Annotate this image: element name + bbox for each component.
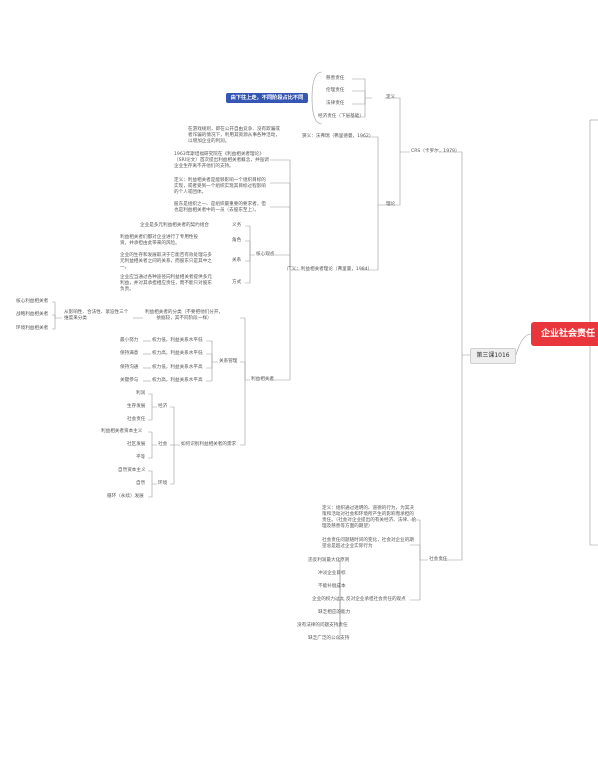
against-item-3[interactable]: 不能补偿成本 xyxy=(318,584,346,589)
against-node[interactable]: 反对企业承担社会责任的观点 xyxy=(346,597,406,602)
relation-text-4: 权力高，利益关系水平高 xyxy=(152,378,203,383)
classification-criteria: 从影响性、合法性、紧迫性三个维度来分类 xyxy=(64,310,129,321)
core-points-node[interactable]: 核心观点 xyxy=(256,252,275,257)
core-label-obligation[interactable]: 义务 xyxy=(232,223,242,228)
core-label-relation[interactable]: 关系 xyxy=(232,258,242,263)
against-item-7[interactable]: 缺乏广泛的公众支持 xyxy=(308,636,350,641)
against-item-1[interactable]: 违反利润最大化原则 xyxy=(308,558,350,563)
stakeholders-node[interactable]: 利益相关者 xyxy=(251,377,274,382)
needs-econ-item-2[interactable]: 生存发展 xyxy=(127,404,146,409)
core-text-obligation: 企业是多元利益相关者的契约组合 xyxy=(140,223,209,228)
responsibility-economic[interactable]: 经济责任（下层基础） xyxy=(318,114,364,119)
csr-node[interactable]: CRS（卡罗尔，1979） xyxy=(411,149,460,154)
needs-social-item-2[interactable]: 社区发展 xyxy=(127,442,146,447)
needs-social-item-3[interactable]: 平等 xyxy=(136,455,146,460)
definition-node[interactable]: 定义 xyxy=(386,95,396,100)
classification-node[interactable]: 利益相关者的分类（不要把他们分开，依据较，其不同阶段一样） xyxy=(144,310,224,321)
sr-definition-text: 定义：组织通过透明的、道德的行为，为其决策和活动对社会和环境所产生的影响而承担的… xyxy=(322,506,417,529)
broad-text-1: 1963年斯坦福研究院在《利益相关者理论》（SRI论文）首次提出利益相关者概念，… xyxy=(174,152,269,169)
responsibility-legal[interactable]: 法律责任 xyxy=(326,101,345,106)
relation-label-2[interactable]: 保持满意 xyxy=(120,351,139,356)
broad-text-2: 定义：利益相关者是能够影响一个组织目标的实现，或者受到一个组织实现其目标过程影响… xyxy=(174,178,266,195)
needs-env-item-1[interactable]: 自然资本主义 xyxy=(118,468,146,473)
relation-label-4[interactable]: 关键参与 xyxy=(120,378,139,383)
needs-node[interactable]: 如何识别利益相关者的需求 xyxy=(181,442,237,447)
against-item-6[interactable]: 没有法律的问题支持责任 xyxy=(297,623,348,628)
relation-label-1[interactable]: 最小努力 xyxy=(120,338,139,343)
needs-environment[interactable]: 环境 xyxy=(158,481,168,486)
relation-text-3: 权力低，利益关系水平高 xyxy=(152,365,203,370)
relation-text-2: 权力高，利益关系水平低 xyxy=(152,351,203,356)
against-item-2[interactable]: 冲淡企业目标 xyxy=(318,571,346,576)
relation-management-node[interactable]: 关系管理 xyxy=(219,359,238,364)
note-tag[interactable]: 由下往上走，不同阶段占比不同 xyxy=(226,93,308,103)
relation-label-3[interactable]: 保持沟通 xyxy=(120,365,139,370)
responsibility-philanthropic[interactable]: 慈善责任 xyxy=(326,76,345,81)
needs-env-item-2[interactable]: 自然 xyxy=(136,481,146,486)
against-item-5[interactable]: 缺乏相应的能力 xyxy=(318,610,351,615)
type-environment[interactable]: 环境利益相关者 xyxy=(16,326,49,331)
narrow-definition-node[interactable]: 狭义：沃弗瑞（弗里德曼，1962） xyxy=(302,134,374,139)
broad-definition-node[interactable]: 广义：利益相关者理论（弗里曼，1984） xyxy=(287,267,373,272)
against-item-4[interactable]: 企业的权力过大 xyxy=(312,597,345,602)
social-responsibility-node[interactable]: 社会责任 xyxy=(429,557,448,562)
core-text-relation: 企业的生存和发展取决于它能否有效处理与多元利益相关者之间的关系，而股东只是其中之… xyxy=(120,253,212,270)
type-core[interactable]: 核心利益相关者 xyxy=(16,299,49,304)
core-text-method: 企业应当通过各种途径向利益相关者提供多元利益，并对其承担相应责任，而不能只对股东… xyxy=(120,275,212,292)
narrow-definition-text: 在游戏规则，即在公开自由竞争、没有欺骗或者诈骗的情况下，利用其资源从事各种活动，… xyxy=(188,127,280,144)
core-text-role: 利益相关者们都对企业进行了专用性投资，并承担由此带来的风险。 xyxy=(120,235,199,246)
theory-node[interactable]: 理论 xyxy=(386,202,396,207)
type-strategic[interactable]: 战略利益相关者 xyxy=(16,312,49,317)
needs-economic[interactable]: 经济 xyxy=(158,404,168,409)
needs-social[interactable]: 社会 xyxy=(158,442,168,447)
root-topic[interactable]: 企业社会责任 xyxy=(531,322,598,346)
broad-text-3: 股东是组织之一、是组织最重要的要求者，但也是利益相关者中的一员（去股东至上）。 xyxy=(174,202,266,213)
main-topic[interactable]: 第三课1016 xyxy=(470,348,516,364)
needs-econ-item-1[interactable]: 利润 xyxy=(136,391,146,396)
needs-econ-item-3[interactable]: 社会责任 xyxy=(127,417,146,422)
responsibility-ethical[interactable]: 伦理责任 xyxy=(326,88,345,93)
needs-env-item-3[interactable]: 循环（永续）发展 xyxy=(107,494,144,499)
core-label-method[interactable]: 方式 xyxy=(232,280,242,285)
needs-social-item-1[interactable]: 利益相关者资本主义 xyxy=(101,429,143,434)
relation-text-1: 权力低，利益关系水平低 xyxy=(152,338,203,343)
core-label-role[interactable]: 角色 xyxy=(232,238,242,243)
sr-expectation-text: 社会责任问题随时间的变化，社会对企业的期望总是超过企业实际行为 xyxy=(322,538,414,549)
